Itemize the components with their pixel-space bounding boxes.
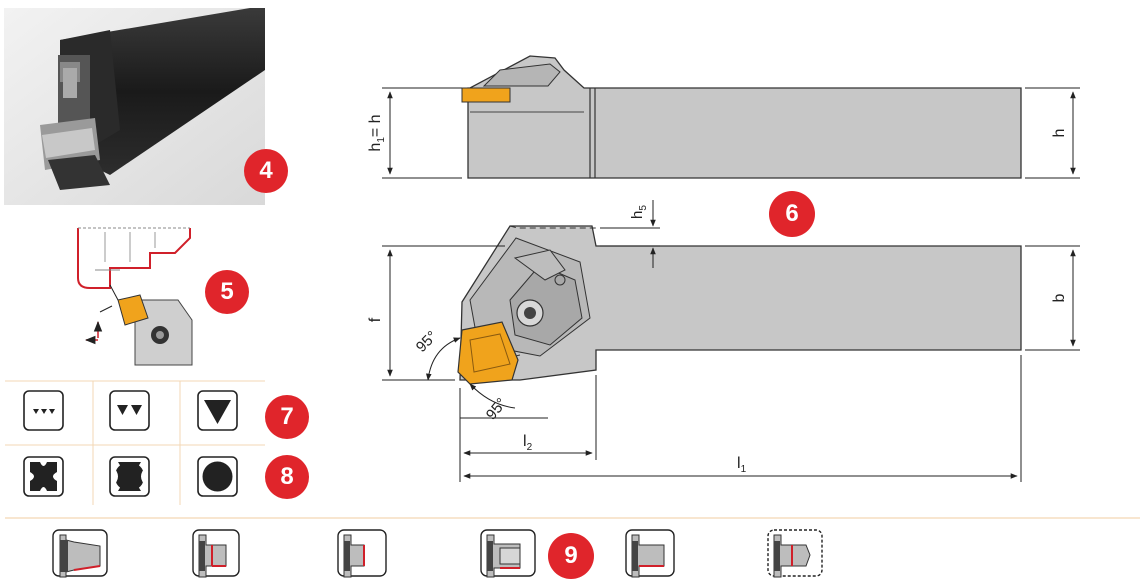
badge-6: 6 [769,191,815,237]
dim-h1-label: h1= h [367,114,387,151]
top-view [457,225,1022,385]
icon-grid [5,380,265,505]
three-small-triangles-icon [23,390,64,431]
badge-8: 8 [265,455,309,499]
holder-long-icon [625,529,675,578]
holder-bore-icon [192,529,240,578]
full-circle-icon [197,456,238,497]
badge-9: 9 [548,533,594,579]
badge-7-label: 7 [280,403,294,430]
dimension-lines [382,87,1080,482]
badge-9-label: 9 [564,542,578,569]
angle-front-label: 95° [483,395,511,423]
holder-step-icon [337,529,387,578]
holder-cylinder-icon [480,529,536,578]
dim-f-label: f [367,317,384,322]
badge-5: 5 [205,270,249,314]
double-notch-circle-icon [109,456,150,497]
badge-8-label: 8 [280,463,294,490]
tool-photo [4,8,265,205]
cross-notch-circle-icon [23,456,64,497]
dim-l2-label: l2 [523,433,533,453]
dim-h-label: h [1051,129,1068,138]
side-view [461,55,1022,179]
dim-h5-label: h5 [629,205,649,219]
badge-4-label: 4 [259,157,273,184]
approach-schematic [77,227,193,366]
badge-5-label: 5 [220,278,234,305]
badge-7: 7 [265,395,309,439]
badge-4: 4 [244,149,288,193]
dim-b-label: b [1051,293,1068,302]
badge-6-label: 6 [785,200,799,227]
large-triangle-icon [197,390,238,431]
two-triangles-icon [109,390,150,431]
holder-shank-icon [52,529,108,578]
angle-side-label: 95° [413,328,441,356]
dim-l1-label: l1 [737,455,747,475]
holder-dashed-icon [767,529,823,578]
